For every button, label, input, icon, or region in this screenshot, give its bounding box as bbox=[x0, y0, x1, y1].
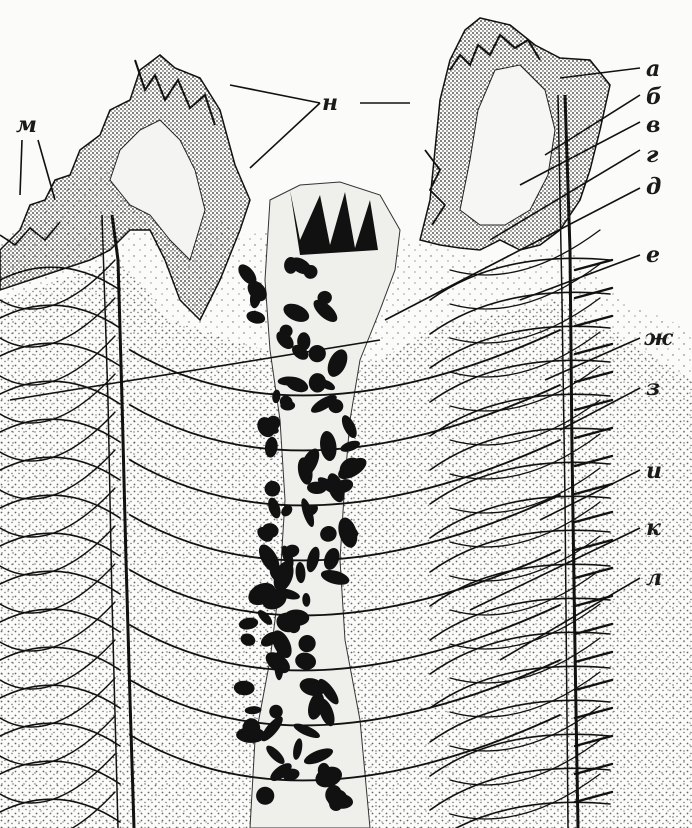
label-n: н bbox=[322, 90, 338, 116]
right-papilla bbox=[420, 18, 610, 250]
label-b: б bbox=[646, 84, 662, 110]
label-g: г bbox=[646, 142, 659, 168]
label-l: л bbox=[646, 565, 662, 591]
label-i: и bbox=[646, 458, 662, 484]
label-d: д bbox=[646, 174, 661, 200]
label-zh: ж bbox=[644, 325, 674, 351]
label-k: к bbox=[646, 515, 661, 541]
label-m: м bbox=[16, 112, 37, 138]
label-z: з bbox=[646, 375, 660, 401]
cell bbox=[280, 401, 295, 411]
label-e: е bbox=[646, 242, 660, 268]
label-v: в bbox=[646, 112, 660, 138]
label-a: а bbox=[646, 56, 660, 82]
